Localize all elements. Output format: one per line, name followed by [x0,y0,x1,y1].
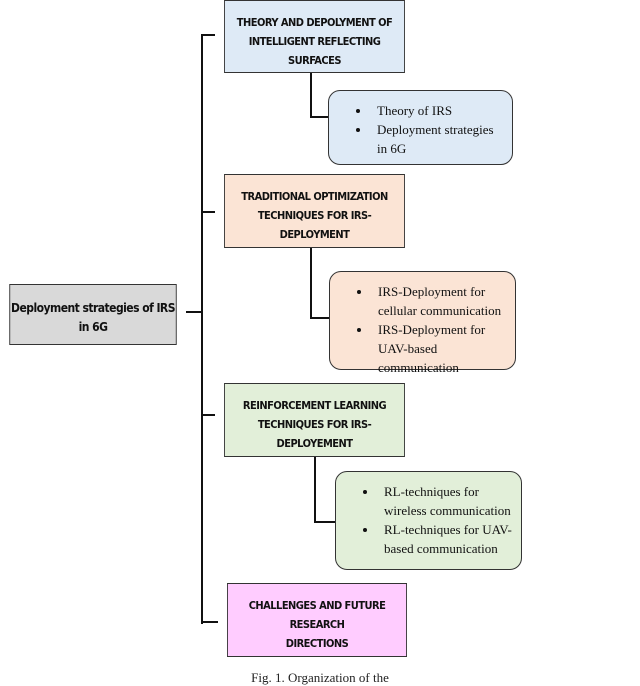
root-label: Deployment strategies of IRS in 6G [11,301,175,334]
subtopics-traditional: IRS-Deployment for cellular communicatio… [329,271,516,375]
list-item: IRS-Deployment for cellular communicatio… [372,282,507,320]
connector [310,317,330,319]
section-title: CHALLENGES AND FUTURE RESEARCH [248,599,386,631]
connector [314,521,336,523]
connector [314,456,316,523]
list-item: RL-techniques for wireless communication [378,482,513,520]
connector [310,72,312,118]
section-title: THEORY AND DEPOLYMENT OF [236,16,393,29]
list-item: Theory of IRS [371,101,504,120]
section-title: TECHNIQUES FOR IRS-DEPLOYMENT [257,209,372,241]
trunk-line [201,34,203,624]
section-title: REINFORCEMENT LEARNING [242,399,387,412]
section-challenges: CHALLENGES AND FUTURE RESEARCH DIRECTION… [227,583,407,657]
section-title: TRADITIONAL OPTIMIZATION [241,190,388,203]
connector [201,34,215,36]
section-title: INTELLIGENT REFLECTING SURFACES [248,35,381,67]
connector [186,311,202,313]
connector [201,621,218,623]
connector [201,211,215,213]
section-title: DIRECTIONS [285,637,349,650]
figure-caption: Fig. 1. Organization of the [251,670,389,685]
section-theory: THEORY AND DEPOLYMENT OF INTELLIGENT REF… [224,0,405,73]
section-title: TECHNIQUES FOR IRS-DEPLOYEMENT [257,418,372,450]
list-item: Deployment strategies in 6G [371,120,504,158]
connector [201,414,215,416]
connector [310,116,329,118]
section-traditional: TRADITIONAL OPTIMIZATION TECHNIQUES FOR … [224,174,405,248]
subtopics-theory: Theory of IRSDeployment strategies in 6G [328,90,513,165]
list-item: RL-techniques for UAV-based communicatio… [378,520,513,558]
connector [310,247,312,319]
subtopics-rl: RL-techniques for wireless communication… [335,471,522,570]
list-item: IRS-Deployment for UAV-based communicati… [372,320,507,377]
section-rl: REINFORCEMENT LEARNING TECHNIQUES FOR IR… [224,383,405,457]
root-node: Deployment strategies of IRS in 6G [9,284,177,345]
